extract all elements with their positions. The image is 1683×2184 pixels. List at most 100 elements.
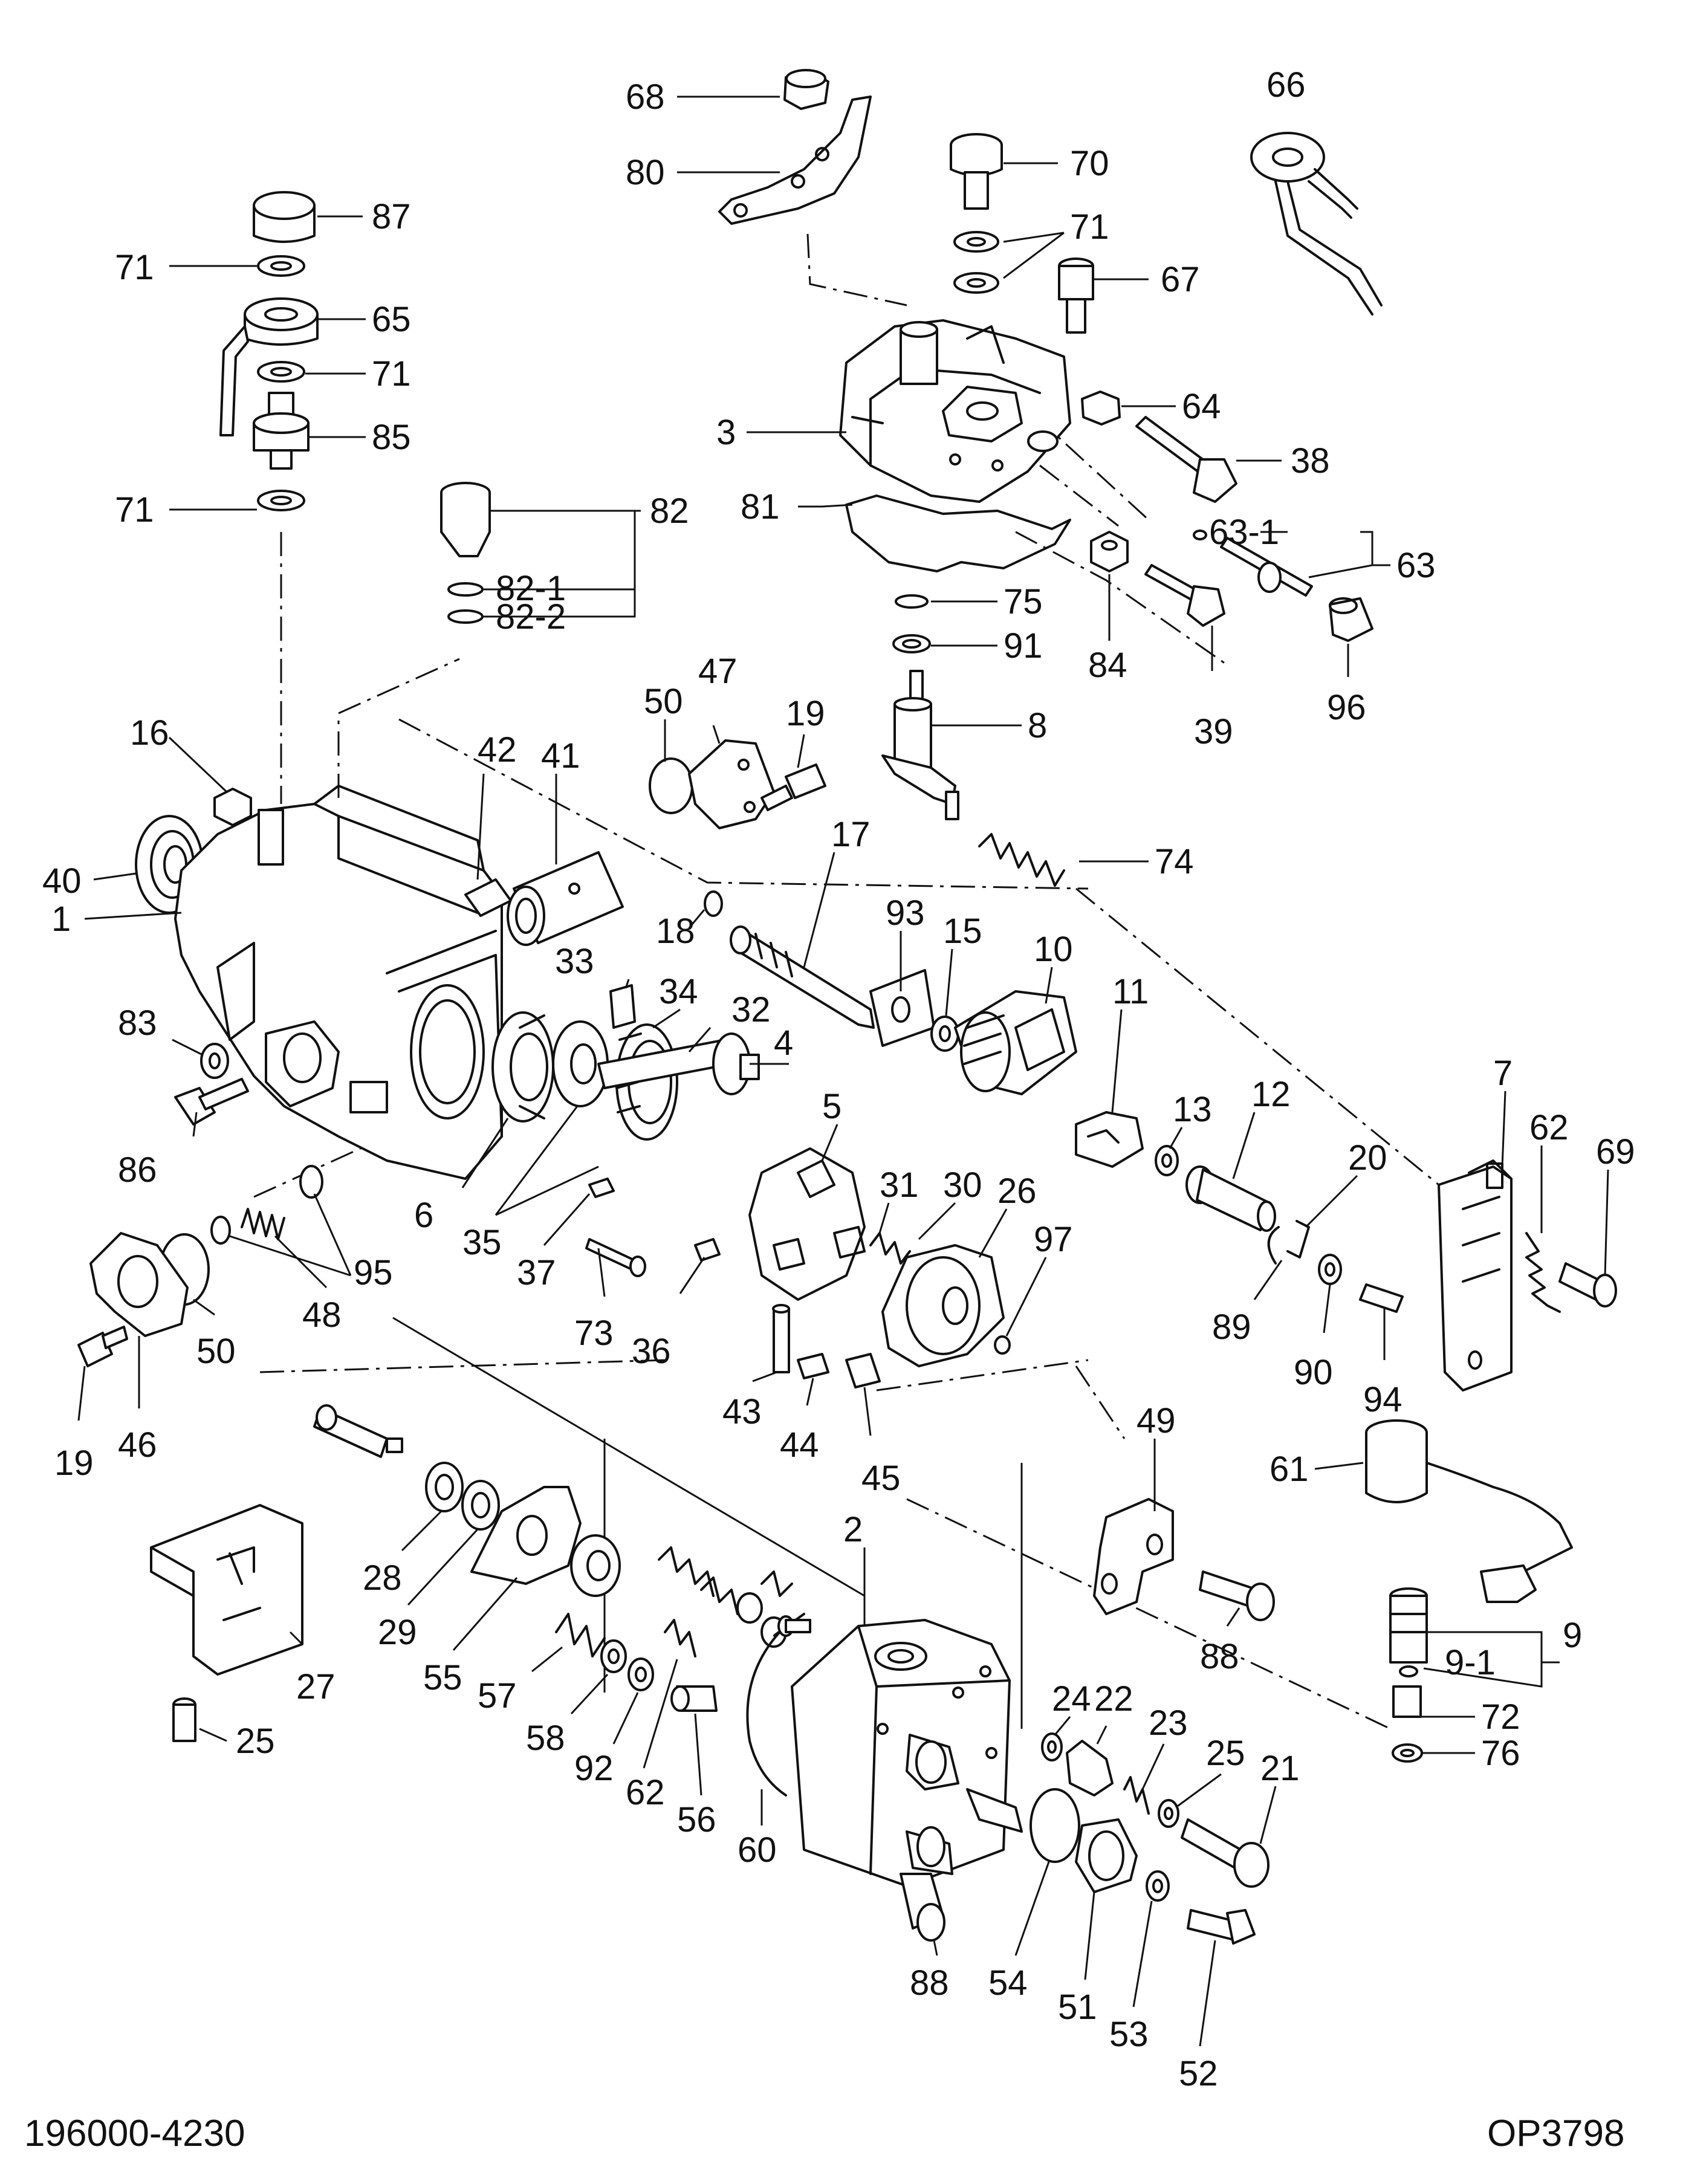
figure-code: OP3798 [1487, 2113, 1625, 2154]
callout-38: 38 [1291, 441, 1330, 481]
part-45-key [845, 1353, 881, 1388]
part-72-filter [1392, 1685, 1422, 1718]
callout-17: 17 [831, 815, 871, 854]
part-96-cap [1329, 597, 1373, 642]
part-58-washer [600, 1639, 627, 1673]
part-20-ring [1286, 1220, 1310, 1259]
part-88-screw-lower [900, 1873, 945, 1942]
part-46-cover [89, 1232, 189, 1337]
callout-30: 30 [943, 1165, 982, 1205]
callout-53: 53 [1109, 2015, 1149, 2054]
part-88-screw-upper [1199, 1570, 1275, 1621]
part-24-washer [1041, 1732, 1063, 1761]
callout-64: 64 [1182, 387, 1221, 426]
callout-9: 9 [1563, 1616, 1582, 1655]
part-11-gear [1075, 1111, 1144, 1168]
part-94-screw [1359, 1283, 1404, 1313]
callout-47: 47 [698, 652, 738, 691]
callout-86: 86 [118, 1150, 157, 1190]
callout-9-1: 9-1 [1445, 1643, 1496, 1682]
part-64-nut [1081, 390, 1121, 426]
part-7-bracket [1438, 1159, 1513, 1392]
callout-29: 29 [378, 1613, 417, 1652]
callout-42: 42 [478, 730, 517, 770]
part-48-spring [241, 1208, 285, 1240]
callout-51: 51 [1058, 1988, 1097, 2027]
callout-84: 84 [1088, 646, 1127, 685]
part-5-roller-holder [748, 1147, 866, 1301]
part-35-plate [552, 1020, 609, 1107]
part-6-disc [491, 1011, 554, 1123]
part-89-clip [1267, 1226, 1280, 1265]
callout-33: 33 [555, 942, 594, 981]
part-75-o-ring [895, 594, 929, 609]
callout-66: 66 [1266, 65, 1306, 105]
part-51-plug [1075, 1818, 1138, 1893]
part-21-fitting [1181, 1818, 1270, 1888]
callout-34: 34 [659, 972, 698, 1011]
callout-13: 13 [1173, 1090, 1212, 1129]
callout-19-a: 19 [786, 694, 825, 733]
part-spring-cluster [658, 1546, 793, 1648]
part-70-bolt [950, 133, 1003, 210]
callout-62-b: 62 [626, 1773, 665, 1812]
callout-18: 18 [656, 912, 695, 951]
callout-92: 92 [574, 1749, 614, 1788]
callout-56: 56 [677, 1800, 716, 1839]
callout-32: 32 [731, 990, 771, 1029]
part-76-gasket [1392, 1743, 1423, 1763]
part-80-bracket [718, 96, 872, 225]
callout-82-2: 82-2 [496, 597, 566, 637]
callout-71-c: 71 [372, 354, 411, 394]
callout-25-a: 25 [1206, 1734, 1245, 1773]
part-bushing-near-55 [570, 1534, 621, 1597]
callout-57: 57 [478, 1676, 517, 1716]
part-91-washer [892, 634, 931, 653]
part-63-adjusting-screw [1193, 530, 1313, 597]
callout-85: 85 [372, 418, 411, 457]
callout-43: 43 [722, 1392, 762, 1431]
callout-41: 41 [541, 736, 580, 776]
part-56-pin [670, 1685, 718, 1712]
part-82-delivery-valve [440, 482, 491, 624]
callout-1: 1 [51, 899, 71, 939]
part-39-bolt [1144, 564, 1225, 627]
part-69-screw [1558, 1262, 1617, 1307]
callout-19-b: 19 [54, 1444, 94, 1483]
part-68-nut [783, 69, 829, 110]
part-26-cam-disc [881, 1244, 1005, 1367]
callout-16: 16 [130, 713, 169, 753]
part-87-cap [253, 191, 316, 243]
callout-4: 4 [774, 1023, 793, 1063]
callout-71-a: 71 [1070, 207, 1109, 247]
part-1-pump-housing [174, 785, 503, 1180]
callout-94: 94 [1363, 1380, 1402, 1419]
callout-50-b: 50 [196, 1332, 236, 1371]
part-38-bolt [1135, 416, 1237, 503]
callout-63-1: 63-1 [1209, 513, 1279, 552]
callout-97: 97 [1034, 1220, 1073, 1259]
callout-54: 54 [988, 1963, 1028, 2003]
part-31-spring [869, 1232, 911, 1265]
callout-8: 8 [1028, 706, 1047, 745]
part-18-o-ring [704, 890, 723, 917]
callout-11: 11 [1112, 972, 1149, 1011]
callout-labels: 68 80 70 71 67 66 87 71 65 71 85 71 3 64… [42, 65, 1635, 2093]
part-73-bolt [585, 1238, 646, 1277]
callout-48: 48 [302, 1295, 342, 1335]
callout-71-d: 71 [115, 490, 154, 530]
callout-50-a: 50 [644, 682, 683, 721]
callout-93: 93 [886, 893, 925, 933]
callout-7: 7 [1493, 1054, 1513, 1093]
part-10-flyweight-holder [954, 990, 1077, 1095]
part-84-nut [1090, 531, 1129, 572]
part-23-spring [1123, 1776, 1150, 1815]
callout-58: 58 [526, 1719, 565, 1758]
part-19-screw-top [760, 763, 826, 811]
part-41-sleeve [507, 851, 624, 946]
part-57-spring [555, 1613, 606, 1657]
part-93-plate [869, 969, 935, 1047]
part-44-screw [797, 1353, 829, 1379]
callout-36: 36 [632, 1332, 671, 1371]
part-61-solenoid [1365, 1419, 1573, 1603]
